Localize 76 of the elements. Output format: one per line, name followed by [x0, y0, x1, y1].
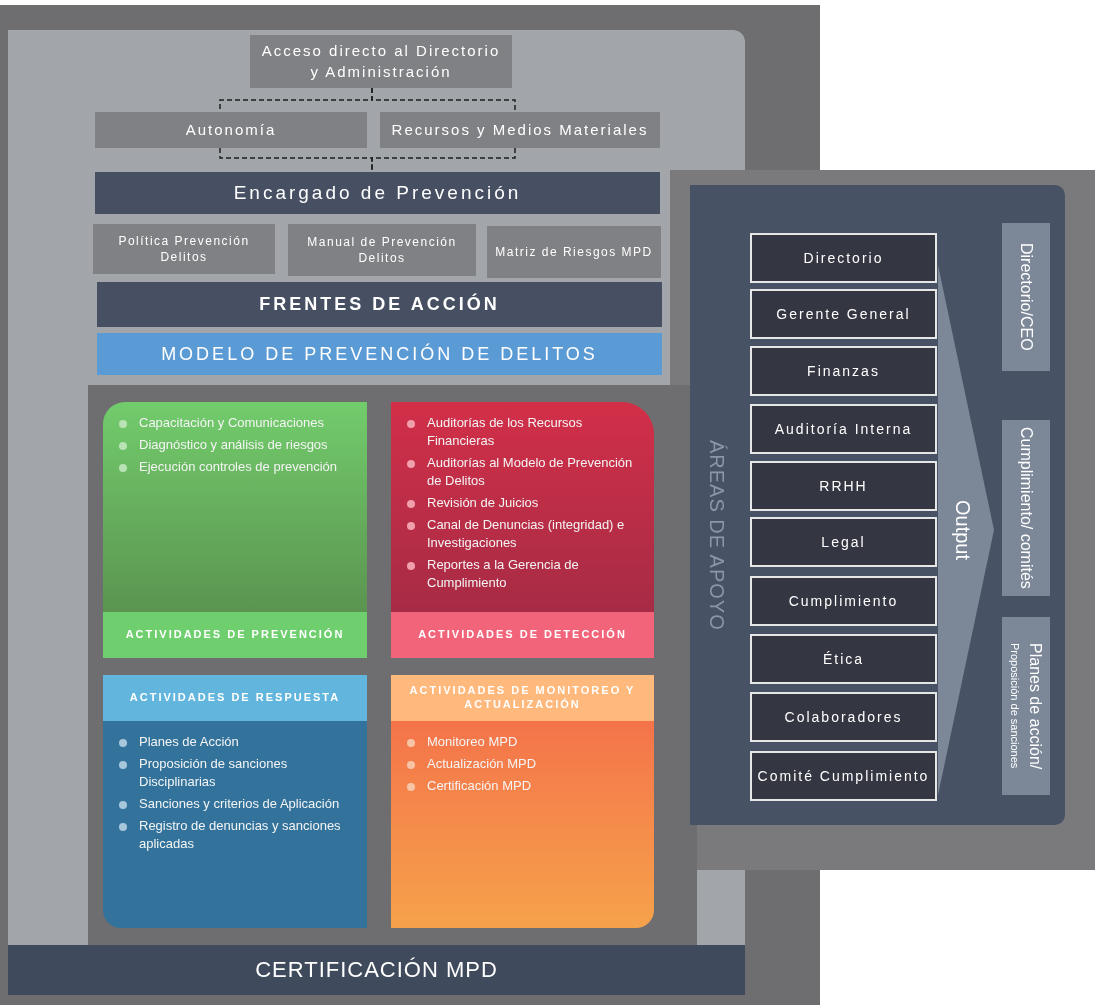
- area-box: [750, 517, 937, 567]
- box-text: Manual de Prevención Delitos: [306, 233, 458, 267]
- bullet-text: Registro de denuncias y sanciones aplicadas: [139, 817, 342, 853]
- chevron-arrow: [938, 265, 994, 795]
- area-name: Cumplimiento: [788, 591, 899, 611]
- label-box: [97, 282, 662, 327]
- activity-card: [391, 402, 654, 658]
- box-text: FRENTES DE ACCIÓN: [259, 292, 500, 317]
- label-box: [288, 224, 476, 276]
- card-heading: ACTIVIDADES DE MONITOREO Y ACTUALIZACIÓN: [408, 684, 637, 712]
- label-box: [250, 35, 512, 88]
- activity-card: [103, 402, 367, 658]
- support-panel: [690, 185, 1065, 825]
- area-name: Ética: [822, 649, 865, 669]
- output-text: Directorio/CEO: [1017, 243, 1036, 351]
- box-text: Encargado de Prevención: [233, 180, 522, 205]
- area-box: [750, 576, 937, 626]
- label-box: [380, 112, 660, 148]
- area-box: [750, 404, 937, 454]
- bullet-text: Monitoreo MPD: [427, 733, 518, 751]
- area-name: Comité Cumplimiento: [757, 766, 930, 786]
- bullet-text: Actualización MPD: [427, 755, 537, 773]
- area-box: [750, 289, 937, 339]
- label-box: [487, 226, 661, 278]
- area-name: Directorio: [803, 248, 884, 268]
- panel-title: ÁREAS DE APOYO: [705, 439, 729, 631]
- output-text: Cumplimiento/ comités: [1017, 427, 1036, 589]
- activity-card: [391, 675, 654, 928]
- label-box: [97, 333, 662, 375]
- bullet-text: Revisión de Juicios: [427, 494, 539, 512]
- card-heading: ACTIVIDADES DE RESPUESTA: [129, 691, 341, 705]
- bullet-text: Reportes a la Gerencia de Cumplimiento: [427, 556, 580, 592]
- arrow-label: Output: [951, 499, 975, 560]
- area-box: [750, 692, 937, 742]
- dashed-connector: [371, 147, 516, 173]
- bullet-text: Planes de Acción: [139, 733, 239, 751]
- bullet-text: Diagnóstico y análisis de riesgos: [139, 436, 328, 454]
- activity-card: [103, 675, 367, 928]
- area-box: [750, 634, 937, 684]
- box-text: Autonomía: [185, 119, 277, 140]
- box-text: Recursos y Medios Materiales: [391, 119, 649, 140]
- area-name: Auditoría Interna: [774, 419, 913, 439]
- area-name: Finanzas: [807, 361, 880, 381]
- output-subtext: Proposición de sanciones: [1007, 643, 1021, 769]
- bullet-text: Proposición de sanciones Disciplinarias: [139, 755, 289, 791]
- box-text: CERTIFICACIÓN MPD: [255, 955, 498, 984]
- box-text: Acceso directo al Directorio y Administración: [260, 40, 502, 82]
- area-name: Gerente General: [776, 304, 911, 324]
- dashed-connector: [371, 87, 516, 113]
- box-text: Política Prevención Delitos: [117, 232, 251, 266]
- bullet-text: Certificación MPD: [427, 777, 532, 795]
- box-text: Matriz de Riesgos MPD: [495, 243, 653, 261]
- label-box: [93, 224, 275, 274]
- bullet-text: Sanciones y criterios de Aplicación: [139, 795, 340, 813]
- area-name: Legal: [821, 532, 866, 552]
- bullet-text: Ejecución controles de prevención: [139, 458, 337, 476]
- label-box: [8, 945, 745, 995]
- area-name: Colaboradores: [784, 707, 903, 727]
- bullet-text: Auditorías al Modelo de Prevención de Delitos: [427, 454, 634, 490]
- output-box: [1002, 617, 1050, 795]
- box-text: MODELO DE PREVENCIÓN DE DELITOS: [161, 342, 598, 366]
- output-box: [1002, 420, 1050, 596]
- area-name: RRHH: [819, 476, 868, 496]
- label-box: [95, 172, 660, 214]
- card-heading: ACTIVIDADES DE PREVENCIÓN: [125, 628, 345, 642]
- area-box: [750, 461, 937, 511]
- area-box: [750, 233, 937, 283]
- bullet-text: Capacitación y Comunicaciones: [139, 414, 324, 432]
- area-box: [750, 346, 937, 396]
- output-box: [1002, 223, 1050, 371]
- label-box: [95, 112, 367, 148]
- output-text: Planes de acción/: [1025, 642, 1045, 770]
- bullet-text: Auditorías de los Recursos Financieras: [427, 414, 584, 450]
- bullet-text: Canal de Denuncias (integridad) e Investigaciones: [427, 516, 626, 552]
- area-box: [750, 751, 937, 801]
- card-heading: ACTIVIDADES DE DETECCIÓN: [418, 628, 627, 642]
